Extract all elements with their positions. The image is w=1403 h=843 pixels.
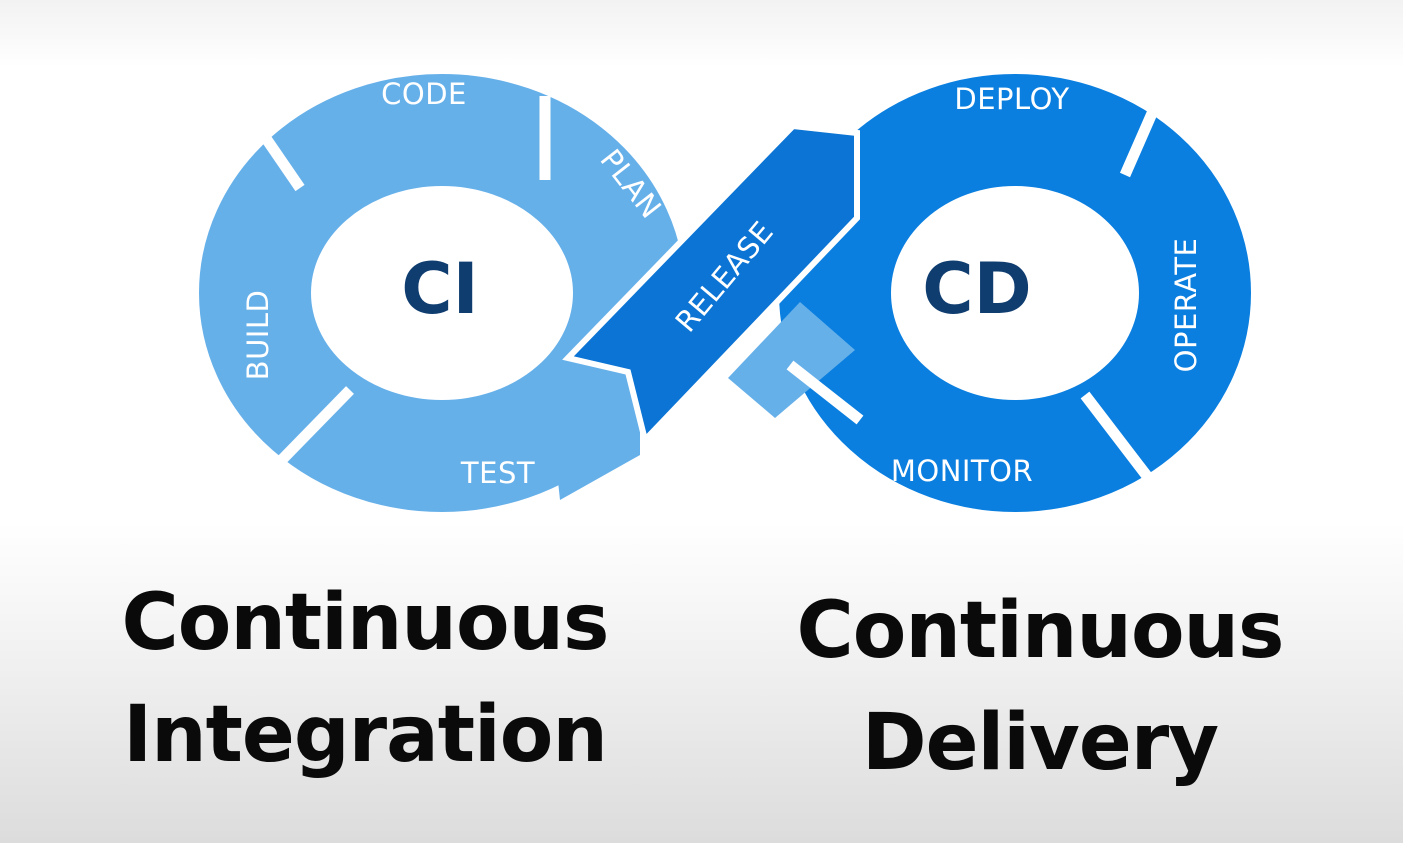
ci-center-label: CI [401, 248, 478, 330]
ci-segment-gaps [247, 96, 551, 476]
cd-loop [728, 74, 1251, 512]
ci-caption: Continuous Integration [40, 567, 690, 791]
cd-caption: Continuous Delivery [715, 575, 1365, 799]
cd-ring [779, 74, 1251, 512]
ci-caption-line1: Continuous [121, 578, 610, 668]
stage-monitor-label: MONITOR [891, 454, 1033, 488]
cd-segment-gaps [786, 92, 1166, 484]
ci-tail [545, 360, 640, 500]
cd-center-label: CD [922, 248, 1031, 330]
stage-deploy-label: DEPLOY [954, 82, 1069, 116]
cd-inner-piece [728, 302, 855, 418]
ci-cd-infinity-diagram: CODE PLAN BUILD TEST RELEASE DEPLOY OPER… [199, 74, 1251, 512]
stage-test-label: TEST [460, 456, 535, 490]
stage-build-label: BUILD [241, 290, 275, 381]
release-arrow [562, 122, 860, 447]
cd-caption-line2: Delivery [861, 698, 1219, 788]
cd-caption-line1: Continuous [796, 586, 1285, 676]
ci-caption-line2: Integration [123, 690, 608, 780]
stage-code-label: CODE [381, 77, 467, 111]
stage-operate-label: OPERATE [1169, 238, 1203, 373]
release-band [562, 122, 860, 447]
